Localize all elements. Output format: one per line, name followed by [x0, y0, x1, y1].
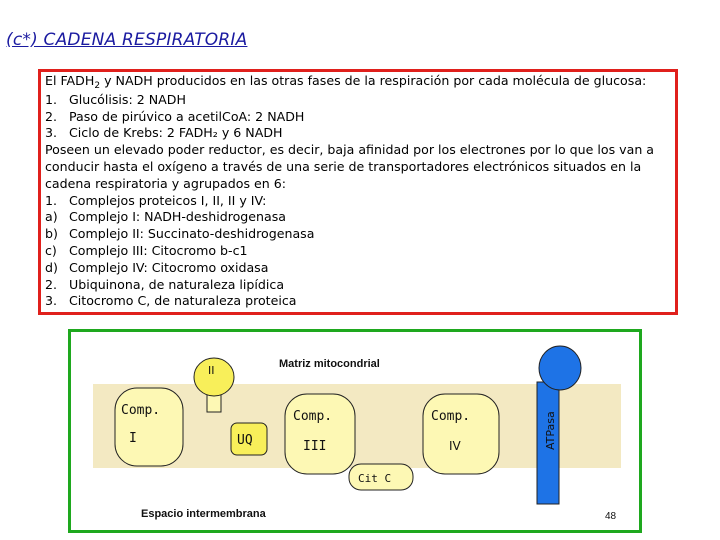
list-item: c)Complejo III: Citocromo b-c1 — [45, 242, 248, 258]
list-item: 2.Ubiquinona, de naturaleza lipídica — [45, 276, 285, 292]
intro-text-b: y NADH producidos en las otras fases de … — [100, 73, 647, 88]
paragraph-line: conducir hasta el oxígeno a través de un… — [45, 158, 642, 174]
list-item: b)Complejo II: Succinato-deshidrogenasa — [45, 226, 315, 242]
intro-text-a: El FADH — [45, 73, 95, 88]
complex-ii-head — [193, 357, 235, 397]
complex-iv-label: Comp. — [431, 409, 470, 424]
ubiquinone-label: UQ — [237, 433, 253, 448]
complex-i-label: Comp. — [121, 403, 160, 418]
atpase-head — [538, 345, 582, 391]
complex-iv-number: IV — [449, 439, 462, 453]
atpase-label: ATPasa — [544, 411, 557, 450]
complex-iii-label: Comp. — [293, 409, 332, 424]
list-item: 3.Ciclo de Krebs: 2 FADH₂ y 6 NADH — [45, 125, 283, 141]
intro-subscript: 2 — [94, 81, 101, 91]
cytochrome-c-label: Cit C — [358, 472, 391, 485]
matrix-label: Matriz mitocondrial — [279, 358, 380, 370]
list-item: d)Complejo IV: Citocromo oxidasa — [45, 259, 269, 275]
text-frame — [38, 69, 678, 315]
intermembrane-label: Espacio intermembrana — [141, 508, 267, 520]
complex-i-number: I — [129, 431, 137, 446]
list-item: 1.Glucólisis: 2 NADH — [45, 91, 186, 107]
membrane-diagram: Comp. I II UQ Comp. III Cit C Comp. IV A… — [93, 345, 621, 522]
cytochrome-c-shape — [348, 463, 414, 491]
list-item: 3.Citocromo C, de naturaleza proteica — [45, 293, 297, 309]
paragraph-line: cadena respiratoria y agrupados en 6: — [45, 175, 287, 191]
complex-iii-number: III — [303, 439, 326, 454]
complex-i-shape — [114, 387, 184, 467]
ubiquinone-shape — [230, 422, 268, 456]
intro-line: El FADH2 y NADH producidos en las otras … — [45, 73, 675, 92]
content-text: El FADH2 y NADH producidos en las otras … — [45, 73, 675, 310]
list-item: 1.Complejos proteicos I, II, II y IV: — [45, 192, 267, 208]
complex-ii-label: II — [208, 364, 215, 377]
complex-iv-shape — [422, 393, 500, 475]
page-number: 48 — [605, 511, 617, 522]
respiratory-chain-figure: Comp. I II UQ Comp. III Cit C Comp. IV A… — [68, 329, 642, 533]
complex-iii-shape — [284, 393, 356, 475]
list-item: a)Complejo I: NADH-deshidrogenasa — [45, 209, 287, 225]
list-item: 2.Paso de pirúvico a acetilCoA: 2 NADH — [45, 108, 305, 124]
paragraph-line: Poseen un elevado poder reductor, es dec… — [45, 142, 655, 158]
page-title: (c*) CADENA RESPIRATORIA — [6, 30, 248, 50]
